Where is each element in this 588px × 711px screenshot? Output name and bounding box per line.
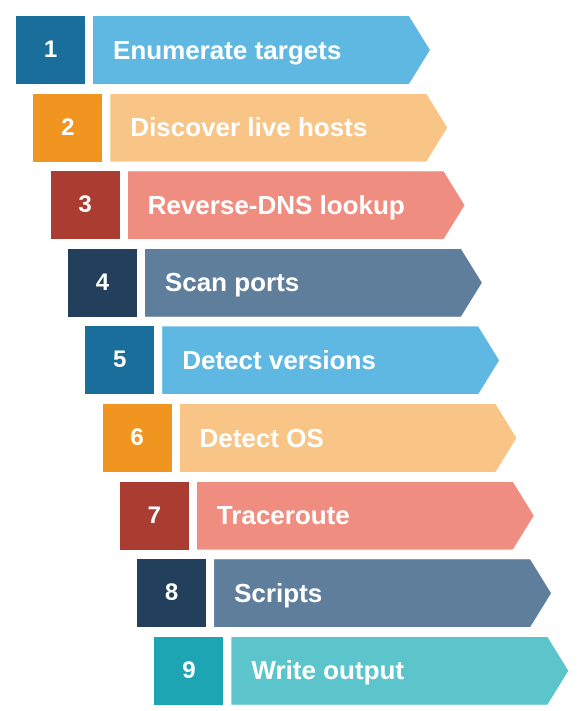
step-label-arrow: Enumerate targets [93, 16, 430, 84]
step-number-box: 1 [16, 16, 85, 84]
step-number-box: 3 [50, 171, 120, 240]
step-label-arrow: Scripts [214, 559, 552, 628]
step-number-box: 9 [154, 636, 224, 705]
step-number-box: 2 [33, 93, 103, 162]
step-label-arrow: Discover live hosts [110, 93, 448, 162]
step-label-arrow: Write output [231, 636, 569, 705]
step-number-box: 7 [119, 481, 189, 550]
step-label-arrow: Detect versions [162, 326, 500, 395]
step-number-box: 6 [102, 404, 172, 472]
step-label-arrow: Scan ports [144, 248, 482, 317]
step-number-box: 5 [85, 326, 155, 395]
step-number-box: 8 [137, 559, 207, 628]
step-number-box: 4 [67, 248, 137, 317]
step-label-arrow: Detect OS [179, 404, 517, 472]
step-label-arrow: Traceroute [196, 481, 534, 550]
step-label-arrow: Reverse-DNS lookup [127, 171, 465, 240]
